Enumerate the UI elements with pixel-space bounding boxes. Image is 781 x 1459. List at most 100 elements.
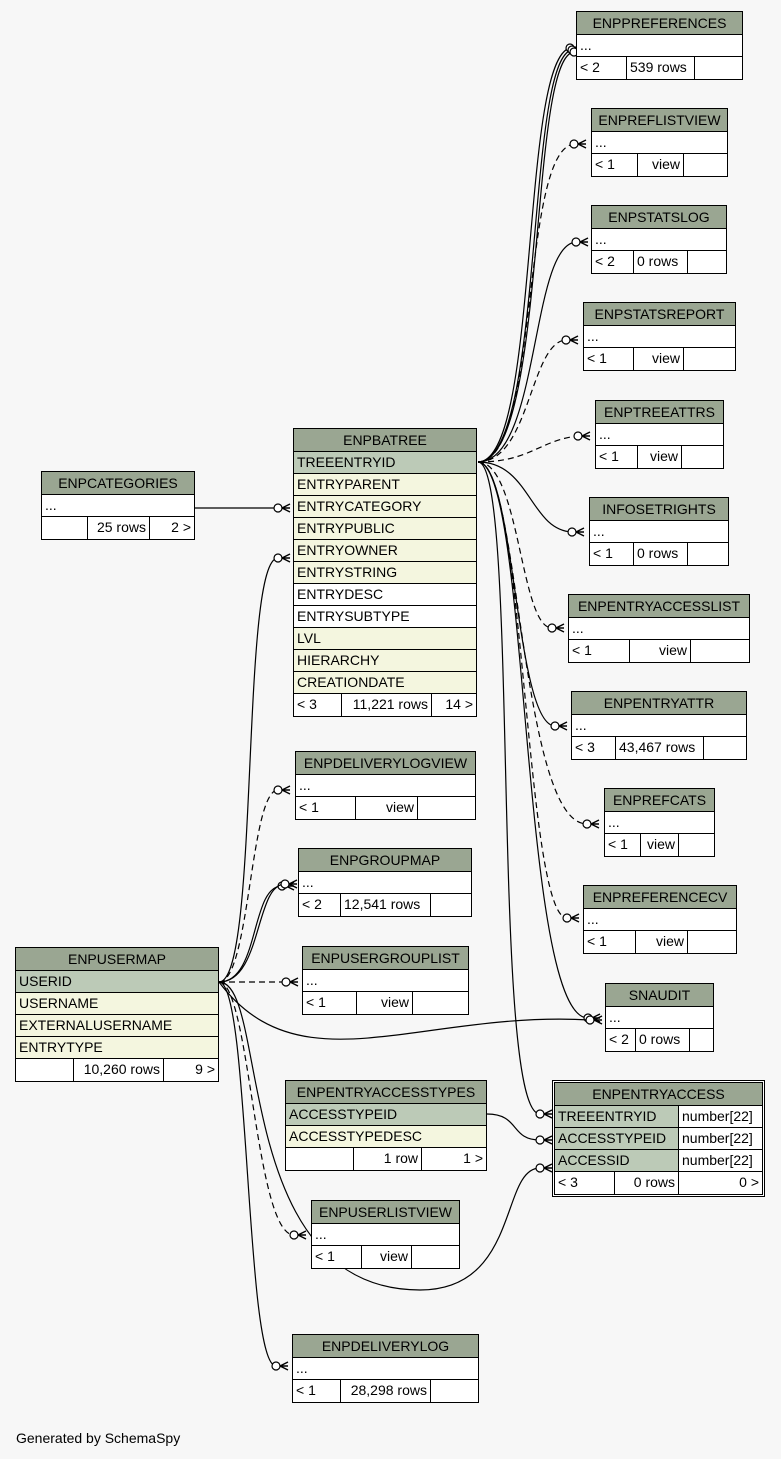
parents-count[interactable]: < 2 bbox=[299, 894, 341, 916]
column-treeentryid[interactable]: TREEENTRYID number[22] bbox=[555, 1106, 762, 1128]
column-userid[interactable]: USERID bbox=[16, 971, 218, 993]
children-count[interactable] bbox=[413, 992, 468, 1014]
column-accesstypedesc[interactable]: ACCESSTYPEDESC bbox=[286, 1126, 486, 1148]
table-header[interactable]: ENPENTRYACCESS bbox=[555, 1083, 762, 1106]
table-infosetrights[interactable]: INFOSETRIGHTS ... < 1 0 rows bbox=[589, 497, 729, 566]
parents-count[interactable]: < 1 bbox=[293, 1380, 341, 1402]
table-header[interactable]: ENPUSERLISTVIEW bbox=[312, 1201, 459, 1224]
column-treeentryid[interactable]: TREEENTRYID bbox=[294, 452, 476, 474]
table-enpuserlistview[interactable]: ENPUSERLISTVIEW ... < 1 view bbox=[311, 1200, 460, 1269]
parents-count[interactable]: < 1 bbox=[584, 348, 634, 370]
table-header[interactable]: ENPDELIVERYLOGVIEW bbox=[296, 752, 475, 775]
column-entrypublic[interactable]: ENTRYPUBLIC bbox=[294, 518, 476, 540]
column-creationdate[interactable]: CREATIONDATE bbox=[294, 672, 476, 694]
table-header[interactable]: ENPBATREE bbox=[294, 429, 476, 452]
table-header[interactable]: ENPUSERMAP bbox=[16, 948, 218, 971]
table-enpentryaccesstypes[interactable]: ENPENTRYACCESSTYPES ACCESSTYPEID ACCESST… bbox=[285, 1080, 487, 1171]
parents-count[interactable] bbox=[16, 1059, 74, 1081]
column-lvl[interactable]: LVL bbox=[294, 628, 476, 650]
parents-count[interactable]: < 2 bbox=[606, 1029, 636, 1051]
children-count[interactable]: 0 > bbox=[739, 1174, 759, 1190]
table-enpentryaccesslist[interactable]: ENPENTRYACCESSLIST ... < 1 view bbox=[568, 594, 750, 663]
table-header[interactable]: ENPGROUPMAP bbox=[299, 849, 471, 872]
parents-count[interactable]: < 1 bbox=[605, 834, 641, 856]
table-enpgroupmap[interactable]: ENPGROUPMAP ... < 2 12,541 rows bbox=[298, 848, 472, 917]
children-count[interactable] bbox=[690, 1029, 713, 1051]
parents-count[interactable]: < 1 bbox=[584, 931, 636, 953]
column-accessid[interactable]: ACCESSID number[22] bbox=[555, 1150, 762, 1172]
table-header[interactable]: SNAUDIT bbox=[606, 984, 713, 1007]
parents-count[interactable]: < 1 bbox=[592, 154, 638, 176]
table-enpdeliverylogview[interactable]: ENPDELIVERYLOGVIEW ... < 1 view bbox=[295, 751, 476, 820]
table-header[interactable]: ENPDELIVERYLOG bbox=[293, 1335, 478, 1358]
table-header[interactable]: ENPREFERENCECV bbox=[584, 886, 736, 909]
children-count[interactable] bbox=[418, 797, 475, 819]
children-count[interactable] bbox=[412, 1246, 459, 1268]
children-count[interactable] bbox=[431, 894, 471, 916]
table-enpusergrouplist[interactable]: ENPUSERGROUPLIST ... < 1 view bbox=[302, 946, 469, 1015]
parents-count[interactable]: < 3 bbox=[572, 737, 616, 759]
children-count[interactable]: 2 > bbox=[171, 519, 191, 535]
column-entrydesc[interactable]: ENTRYDESC bbox=[294, 584, 476, 606]
table-enpusermap[interactable]: ENPUSERMAP USERID USERNAME EXTERNALUSERN… bbox=[15, 947, 219, 1082]
table-header[interactable]: ENPUSERGROUPLIST bbox=[303, 947, 468, 970]
table-enpbatree[interactable]: ENPBATREE TREEENTRYID ENTRYPARENT ENTRYC… bbox=[293, 428, 477, 717]
parents-count[interactable]: < 2 bbox=[577, 57, 627, 79]
table-enptreeattrs[interactable]: ENPTREEATTRS ... < 1 view bbox=[595, 400, 724, 469]
column-accesstypeid[interactable]: ACCESSTYPEID number[22] bbox=[555, 1128, 762, 1150]
children-count[interactable] bbox=[684, 348, 735, 370]
column-entrysubtype[interactable]: ENTRYSUBTYPE bbox=[294, 606, 476, 628]
column-entrycategory[interactable]: ENTRYCATEGORY bbox=[294, 496, 476, 518]
column-entrytype[interactable]: ENTRYTYPE bbox=[16, 1037, 218, 1059]
table-header[interactable]: ENPPREFERENCES bbox=[577, 12, 742, 35]
parents-count[interactable]: < 1 bbox=[569, 640, 630, 662]
table-enprefcats[interactable]: ENPREFCATS ... < 1 view bbox=[604, 788, 715, 857]
children-count[interactable]: 1 > bbox=[463, 1150, 483, 1166]
table-header[interactable]: ENPREFCATS bbox=[605, 789, 714, 812]
parents-count[interactable]: < 2 bbox=[592, 251, 634, 273]
children-count[interactable] bbox=[688, 543, 728, 565]
parents-count[interactable]: < 1 bbox=[596, 446, 638, 468]
table-enpcategories[interactable]: ENPCATEGORIES ... 25 rows 2 > bbox=[41, 471, 195, 540]
column-entryparent[interactable]: ENTRYPARENT bbox=[294, 474, 476, 496]
parents-count[interactable] bbox=[42, 517, 88, 539]
children-count[interactable]: 14 > bbox=[445, 696, 473, 712]
column-externalusername[interactable]: EXTERNALUSERNAME bbox=[16, 1015, 218, 1037]
table-header[interactable]: ENPSTATSREPORT bbox=[584, 303, 735, 326]
table-enpstatsreport[interactable]: ENPSTATSREPORT ... < 1 view bbox=[583, 302, 736, 371]
parents-count[interactable]: < 1 bbox=[296, 797, 356, 819]
children-count[interactable] bbox=[695, 57, 742, 79]
children-count[interactable] bbox=[431, 1380, 478, 1402]
parents-count[interactable]: < 3 bbox=[555, 1172, 615, 1194]
children-count[interactable] bbox=[691, 640, 749, 662]
column-accesstypeid[interactable]: ACCESSTYPEID bbox=[286, 1104, 486, 1126]
children-count[interactable] bbox=[679, 834, 714, 856]
table-snaudit[interactable]: SNAUDIT ... < 2 0 rows bbox=[605, 983, 714, 1052]
column-entryowner[interactable]: ENTRYOWNER bbox=[294, 540, 476, 562]
children-count[interactable] bbox=[688, 251, 726, 273]
table-header[interactable]: ENPTREEATTRS bbox=[596, 401, 723, 424]
table-header[interactable]: ENPENTRYATTR bbox=[572, 692, 746, 715]
table-header[interactable]: INFOSETRIGHTS bbox=[590, 498, 728, 521]
children-count[interactable] bbox=[688, 931, 736, 953]
parents-count[interactable]: < 1 bbox=[590, 543, 634, 565]
parents-count[interactable] bbox=[286, 1148, 354, 1170]
table-enpentryaccess[interactable]: ENPENTRYACCESS TREEENTRYID number[22] AC… bbox=[552, 1080, 765, 1197]
table-header[interactable]: ENPCATEGORIES bbox=[42, 472, 194, 495]
children-count[interactable] bbox=[684, 154, 727, 176]
table-header[interactable]: ENPENTRYACCESSLIST bbox=[569, 595, 749, 618]
table-enpreflistview[interactable]: ENPREFLISTVIEW ... < 1 view bbox=[591, 108, 728, 177]
children-count[interactable] bbox=[704, 737, 746, 759]
children-count[interactable]: 9 > bbox=[195, 1061, 215, 1077]
table-enpreferencecv[interactable]: ENPREFERENCECV ... < 1 view bbox=[583, 885, 737, 954]
column-username[interactable]: USERNAME bbox=[16, 993, 218, 1015]
table-header[interactable]: ENPREFLISTVIEW bbox=[592, 109, 727, 132]
table-enpdeliverylog[interactable]: ENPDELIVERYLOG ... < 1 28,298 rows bbox=[292, 1334, 479, 1403]
table-header[interactable]: ENPENTRYACCESSTYPES bbox=[286, 1081, 486, 1104]
parents-count[interactable]: < 1 bbox=[312, 1246, 362, 1268]
table-enppreferences[interactable]: ENPPREFERENCES ... < 2 539 rows bbox=[576, 11, 743, 80]
table-enpentryattr[interactable]: ENPENTRYATTR ... < 3 43,467 rows bbox=[571, 691, 747, 760]
column-hierarchy[interactable]: HIERARCHY bbox=[294, 650, 476, 672]
parents-count[interactable]: < 3 bbox=[294, 694, 342, 716]
column-entrystring[interactable]: ENTRYSTRING bbox=[294, 562, 476, 584]
